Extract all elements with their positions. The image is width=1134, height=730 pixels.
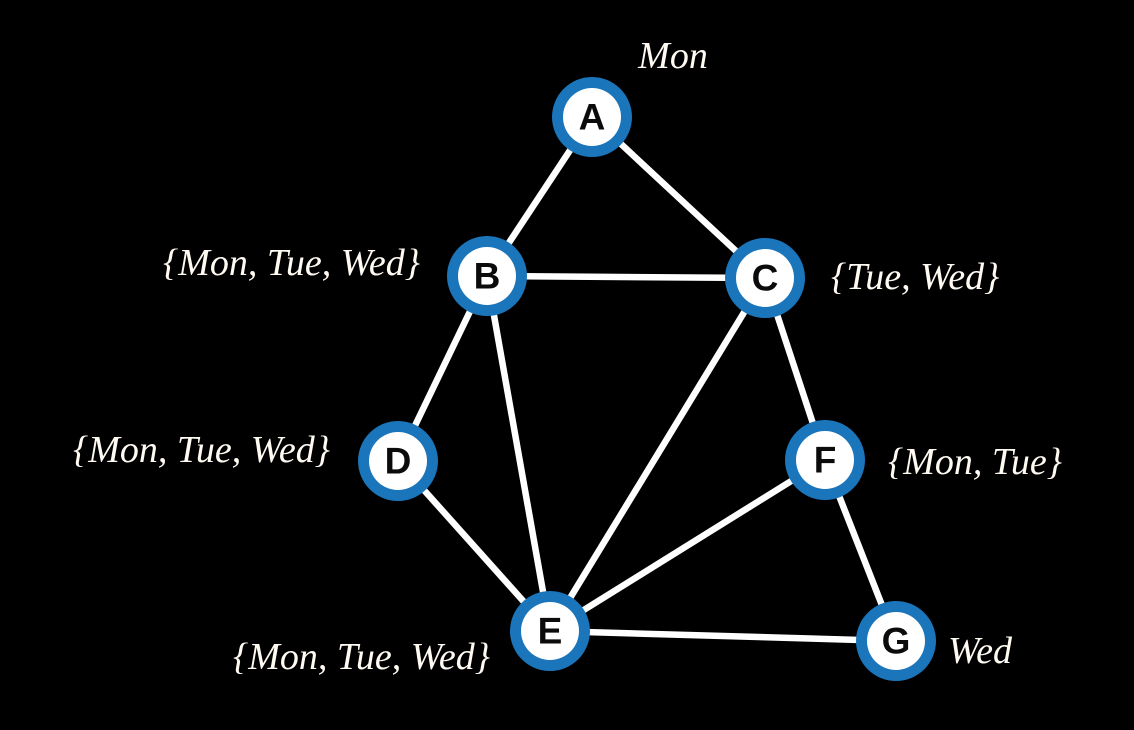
node-D: D [358, 421, 438, 501]
edge-C-E [546, 274, 769, 635]
node-face [369, 432, 427, 490]
node-domain-label-G: Wed [948, 630, 1013, 672]
node-A: A [552, 77, 632, 157]
node-face [521, 602, 579, 660]
node-E: E [510, 591, 590, 671]
node-letter-D: D [385, 441, 412, 482]
node-letter-C: C [752, 258, 779, 299]
node-domain-label-D: {Mon, Tue, Wed} [73, 429, 330, 471]
node-face [458, 247, 516, 305]
node-F: F [785, 420, 865, 500]
node-G: G [856, 601, 936, 681]
node-letter-F: F [814, 440, 837, 481]
edge-E-G [546, 627, 900, 645]
node-letter-A: A [579, 97, 606, 138]
node-C: C [725, 238, 805, 318]
node-face [796, 431, 854, 489]
node-face [867, 612, 925, 670]
node-letter-B: B [474, 256, 501, 297]
node-face [736, 249, 794, 307]
node-domain-label-E: {Mon, Tue, Wed} [233, 636, 490, 678]
node-domain-label-C: {Tue, Wed} [831, 256, 999, 298]
edge-B-E [483, 272, 554, 635]
node-domain-label-F: {Mon, Tue} [888, 441, 1062, 483]
node-face [563, 88, 621, 146]
node-domain-label-A: Mon [637, 35, 708, 77]
edge-E-F [546, 456, 829, 635]
node-letter-E: E [538, 611, 563, 652]
node-domain-label-B: {Mon, Tue, Wed} [163, 242, 420, 284]
node-B: B [447, 236, 527, 316]
edge-B-C [483, 272, 769, 282]
node-letter-G: G [882, 621, 911, 662]
